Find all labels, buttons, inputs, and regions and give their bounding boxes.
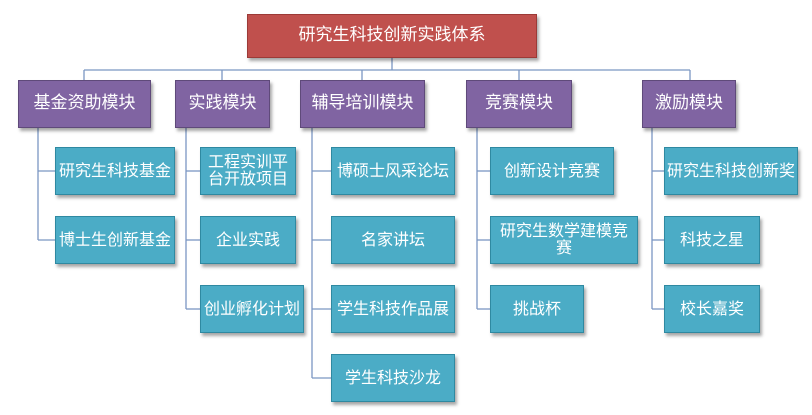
leaf-label: 学生科技沙龙 bbox=[344, 367, 441, 387]
leaf-node: 学生科技沙龙 bbox=[331, 354, 455, 402]
module-node-incentive: 激励模块 bbox=[642, 80, 736, 128]
leaf-label: 创业孵化计划 bbox=[203, 298, 300, 318]
module-node-practice: 实践模块 bbox=[175, 80, 270, 128]
leaf-node: 博硕士风采论坛 bbox=[331, 147, 455, 195]
leaf-label: 挑战杯 bbox=[512, 298, 561, 318]
leaf-node: 学生科技作品展 bbox=[331, 285, 455, 333]
leaf-node: 研究生科技创新奖 bbox=[664, 147, 798, 195]
leaf-label: 工程实训平台开放项目 bbox=[207, 152, 288, 188]
leaf-node: 挑战杯 bbox=[490, 285, 584, 333]
leaf-node: 研究生数学建模竞赛 bbox=[490, 216, 638, 264]
leaf-node: 创业孵化计划 bbox=[200, 285, 304, 333]
leaf-label: 博士生创新基金 bbox=[58, 229, 171, 249]
leaf-label: 博硕士风采论坛 bbox=[336, 160, 449, 180]
module-label: 辅导培训模块 bbox=[311, 93, 414, 114]
leaf-node: 研究生科技基金 bbox=[55, 147, 175, 195]
leaf-label: 学生科技作品展 bbox=[336, 298, 449, 318]
module-label: 激励模块 bbox=[655, 93, 723, 114]
leaf-node: 创新设计竞赛 bbox=[490, 147, 614, 195]
module-node-funding: 基金资助模块 bbox=[18, 80, 151, 128]
leaf-node: 科技之星 bbox=[664, 216, 760, 264]
module-label: 竞赛模块 bbox=[485, 93, 553, 114]
leaf-label: 企业实践 bbox=[215, 229, 280, 249]
leaf-node: 博士生创新基金 bbox=[55, 216, 175, 264]
module-label: 基金资助模块 bbox=[33, 93, 136, 114]
root-label: 研究生科技创新实践体系 bbox=[298, 25, 486, 46]
module-label: 实践模块 bbox=[188, 93, 257, 114]
leaf-node: 工程实训平台开放项目 bbox=[200, 147, 296, 195]
module-node-training: 辅导培训模块 bbox=[300, 80, 425, 128]
leaf-label: 名家讲坛 bbox=[360, 229, 425, 249]
leaf-label: 科技之星 bbox=[679, 229, 744, 249]
leaf-node: 名家讲坛 bbox=[331, 216, 455, 264]
leaf-label: 研究生科技创新奖 bbox=[667, 160, 796, 180]
module-node-competition: 竞赛模块 bbox=[466, 80, 572, 128]
leaf-label: 研究生数学建模竞赛 bbox=[499, 221, 628, 257]
root-node: 研究生科技创新实践体系 bbox=[247, 14, 537, 58]
leaf-label: 校长嘉奖 bbox=[679, 298, 744, 318]
leaf-label: 创新设计竞赛 bbox=[503, 160, 600, 180]
leaf-node: 校长嘉奖 bbox=[664, 285, 760, 333]
leaf-node: 企业实践 bbox=[200, 216, 296, 264]
leaf-label: 研究生科技基金 bbox=[58, 160, 171, 180]
